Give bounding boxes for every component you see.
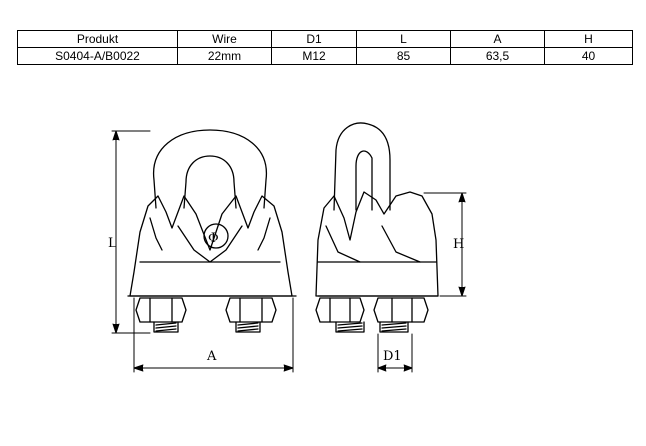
dimension-l-label: L — [108, 236, 117, 251]
side-view — [315, 122, 439, 333]
dimension-a-label: A — [206, 349, 217, 364]
phi-symbol: Φ — [208, 231, 219, 246]
dimension-lines — [111, 130, 467, 373]
cell-wire: 22mm — [177, 47, 272, 65]
cell-a: 63,5 — [450, 47, 545, 65]
front-view: Φ — [127, 129, 297, 333]
cell-l: 85 — [356, 47, 451, 65]
table-row: S0404-A/B0022 22mm M12 85 63,5 40 — [17, 47, 633, 65]
spec-table: Produkt Wire D1 L A H S0404-A/B0022 22mm… — [17, 30, 633, 65]
cell-d1: M12 — [271, 47, 357, 65]
cell-h: 40 — [544, 47, 633, 65]
table-header-row: Produkt Wire D1 L A H — [17, 30, 633, 48]
dimension-h-label: H — [453, 237, 464, 252]
dimension-d1-label: D1 — [383, 349, 402, 364]
